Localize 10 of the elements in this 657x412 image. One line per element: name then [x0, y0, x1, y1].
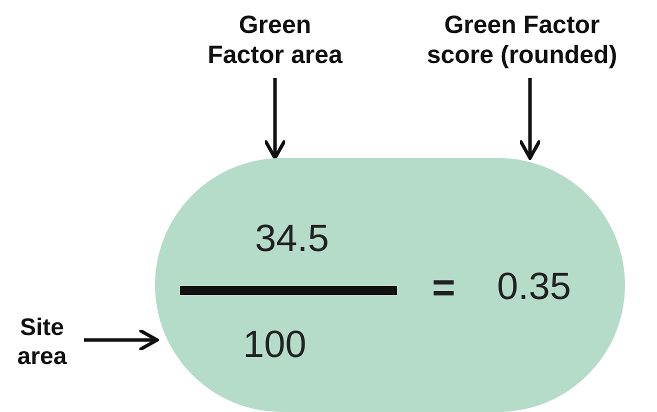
arrow — [264, 78, 286, 160]
arrow — [84, 329, 159, 351]
arrow — [519, 78, 541, 160]
denominator-number: 100 — [243, 326, 306, 364]
label-text: Green Factor score (rounded) — [417, 10, 627, 70]
result-number: 0.35 — [497, 268, 571, 306]
numerator-number: 34.5 — [255, 220, 329, 258]
equals-sign: = — [432, 268, 456, 308]
label-text: Site area — [2, 314, 82, 372]
label-text: Green Factor area — [200, 10, 350, 70]
